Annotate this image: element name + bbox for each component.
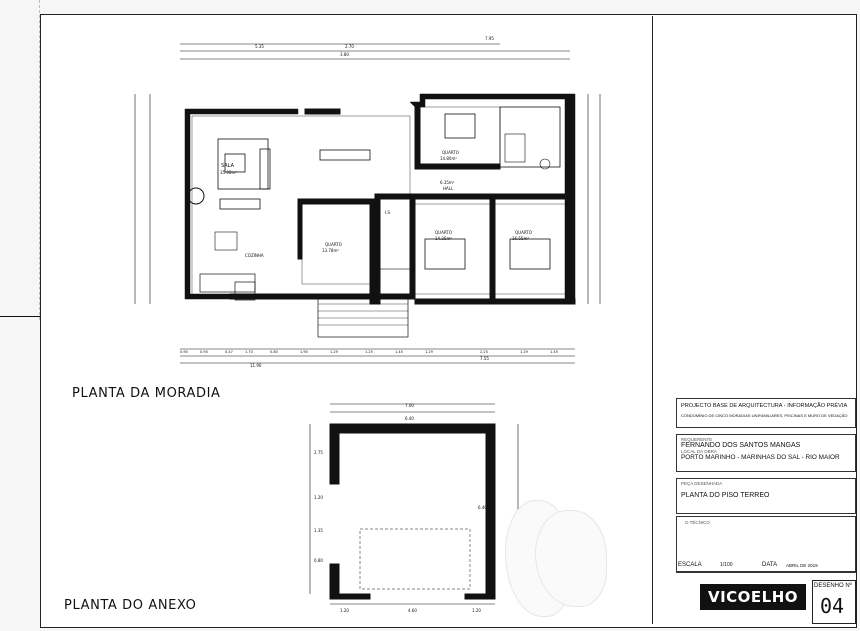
room-quarto-3-area: 14.35m² — [435, 236, 452, 241]
annex-plan-title: PLANTA DO ANEXO — [64, 598, 197, 613]
glare-mark-2 — [535, 510, 607, 607]
dim-bottom-seq-0: 0.90 — [180, 350, 188, 354]
escala-value: 1/100 — [720, 562, 733, 568]
dim-bottom-seq-5: 1.90 — [300, 350, 308, 354]
dim-bottom-seq-10: 2.25 — [480, 350, 488, 354]
sheet-edge — [0, 0, 40, 320]
annex-dim-top: 7.00 — [405, 403, 414, 408]
escala-label: ESCALA — [678, 562, 702, 568]
room-quarto-3: QUARTO — [435, 230, 452, 235]
project-subtitle: CONDOMÍNIO DE CINCO MORADIAS UNIFAMILIAR… — [681, 413, 848, 418]
dim-bottom-seq-2: 0.47 — [225, 350, 233, 354]
room-is: I.S — [385, 210, 390, 215]
room-sala-area: 35.00m² — [220, 170, 237, 175]
desenho-box — [812, 580, 856, 624]
dim-bottom-seq-7: 1.25 — [365, 350, 373, 354]
dim-bottom-seq-11: 1.29 — [520, 350, 528, 354]
tecnico-label: O TÉCNICO — [685, 520, 710, 525]
data-label: DATA — [762, 562, 778, 568]
annex-dim-bottom-2: 1.20 — [472, 608, 481, 613]
dim-bottom-seq-4: 0.80 — [270, 350, 278, 354]
annex-dim-left-1: 1.20 — [314, 495, 323, 500]
cut-mark — [0, 316, 40, 317]
requerente-label: REQUERENTE — [681, 437, 713, 442]
room-quarto-4-area: 16.55m² — [512, 236, 529, 241]
desenho-label: DESENHO Nº — [814, 583, 852, 589]
room-sala: SALA — [221, 163, 235, 169]
escala-divider — [676, 572, 856, 573]
annex-dim-left-0: 2.75 — [314, 450, 323, 455]
dim-bottom-seq-6: 1.29 — [330, 350, 338, 354]
dim-bottom-b: 7.55 — [480, 356, 489, 361]
annex-dim-bottom-0: 1.20 — [340, 608, 349, 613]
room-quarto-2: QUARTO — [325, 242, 342, 247]
annex-dim-inner-v: 6.40 — [478, 505, 487, 510]
annex-dim-inner: 6.40 — [405, 416, 414, 421]
dim-top-c: 3.80 — [340, 52, 349, 57]
room-cozinha: COZINHA — [245, 253, 264, 258]
floor-plans-drawing: 5.35 7.95 2.70 3.80 SALA 35.00m² QUARTO … — [134, 36, 601, 613]
annex-dim-left-2: 1.35 — [314, 528, 323, 533]
company-logo: VICOELHO — [700, 584, 806, 610]
project-title: PROJECTO BASE DE ARQUITECTURA - INFORMAÇ… — [681, 403, 848, 409]
dim-bottom-seq-3: 1.70 — [245, 350, 253, 354]
dim-bottom-seq-12: 1.45 — [550, 350, 558, 354]
desenho-number: 04 — [820, 594, 845, 618]
tecnico-box: O TÉCNICO — [676, 516, 856, 572]
room-quarto-4: QUARTO — [515, 230, 532, 235]
project-box: PROJECTO BASE DE ARQUITECTURA - INFORMAÇ… — [676, 398, 856, 428]
room-quarto-1: QUARTO — [442, 150, 459, 155]
house-plan-title: PLANTA DA MORADIA — [72, 386, 221, 401]
room-quarto-2-area: 13.78m² — [322, 248, 339, 253]
annex-dim-left-3: 0.80 — [314, 558, 323, 563]
data-value: ABRIL DE 2019 — [786, 563, 818, 568]
title-block — [652, 16, 852, 624]
peca-value: PLANTA DO PISO TERREO — [681, 492, 770, 499]
local-label: LOCAL DA OBRA — [681, 449, 717, 454]
peca-box: PEÇA DESENHADA PLANTA DO PISO TERREO — [676, 478, 856, 514]
dim-bottom-seq-8: 1.45 — [395, 350, 403, 354]
dim-bottom-seq-1: 0.90 — [200, 350, 208, 354]
annex-dim-bottom-1: 4.60 — [408, 608, 417, 613]
requerente-value: FERNANDO DOS SANTOS MANGAS — [681, 442, 801, 449]
dim-top-total: 7.95 — [485, 36, 494, 41]
dim-top-b: 2.70 — [345, 44, 354, 49]
dim-bottom-seq-9: 1.29 — [425, 350, 433, 354]
hall-label: HALL — [443, 186, 454, 191]
peca-label: PEÇA DESENHADA — [681, 481, 723, 486]
room-quarto-1-area: 14.80m² — [440, 156, 457, 161]
dim-top-a: 5.35 — [255, 44, 264, 49]
local-value: PORTO MARINHO - MARINHAS DO SAL - RIO MA… — [681, 454, 840, 461]
dim-bottom-total: 11.90 — [250, 363, 262, 368]
requerente-box: REQUERENTE FERNANDO DOS SANTOS MANGAS LO… — [676, 434, 856, 472]
hall-area: 6.35m² — [440, 180, 455, 185]
